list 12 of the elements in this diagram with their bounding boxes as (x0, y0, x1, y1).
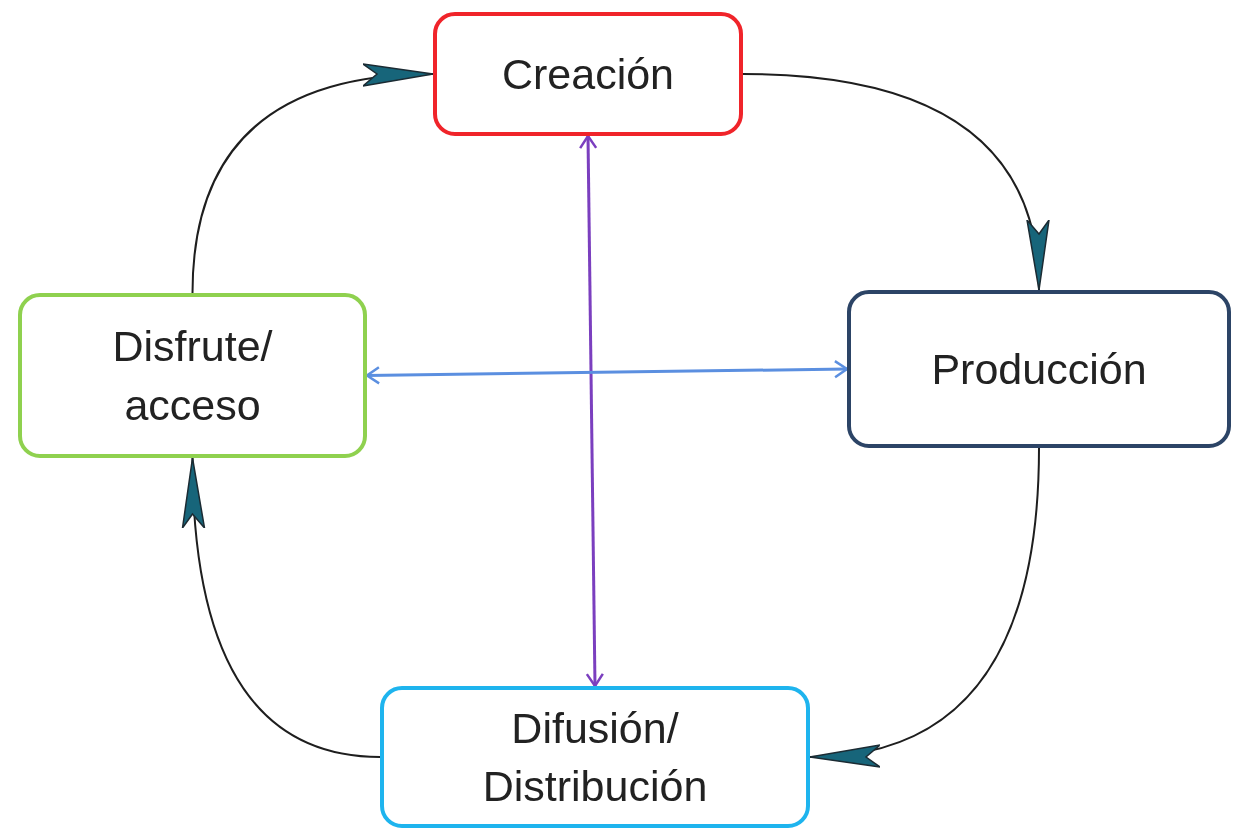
arrow (191, 66, 434, 294)
box-label: Producción (931, 343, 1147, 395)
arrow (183, 457, 381, 758)
process-box (380, 686, 810, 828)
process-box (847, 290, 1231, 448)
box-label: Creación (501, 48, 675, 100)
box-label: Difusión/ Distribución (481, 702, 709, 812)
process-box (433, 12, 743, 136)
arrow (365, 359, 849, 385)
arrow (578, 134, 605, 688)
box-label: Disfrute/ acceso (111, 321, 274, 431)
process-box (18, 293, 367, 458)
